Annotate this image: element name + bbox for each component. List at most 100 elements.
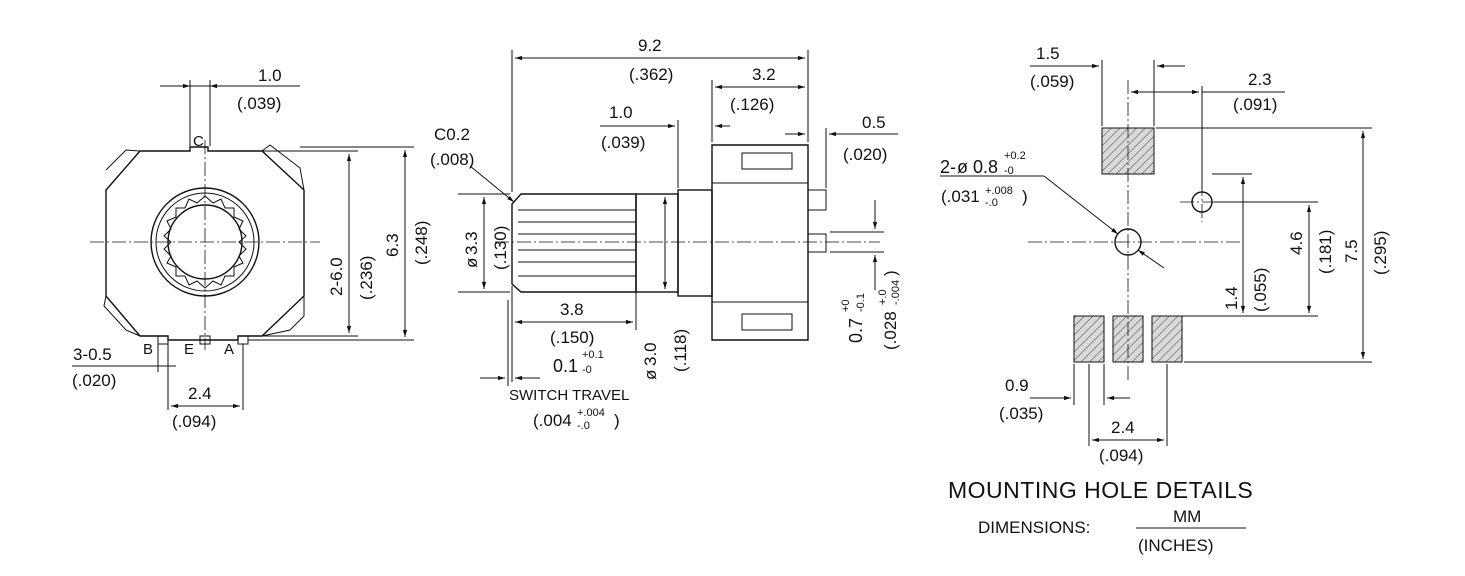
dim-row-spacing-mm: 4.6 bbox=[1287, 231, 1306, 255]
front-view-corner-tab-tl bbox=[105, 149, 141, 171]
dim-small-pad-in: (.035) bbox=[999, 404, 1043, 423]
dim-hole-spec-in: (.031 bbox=[941, 187, 980, 206]
dim-shaft-dia-in: (.118) bbox=[671, 329, 690, 372]
dim-hole-height-mm: 1.4 bbox=[1222, 286, 1241, 310]
dim-pin-offset-in-close: ) bbox=[881, 270, 900, 276]
dim-pin-pitch-mm: 2.4 bbox=[188, 384, 212, 403]
dim-chamfer-mm: C0.2 bbox=[434, 125, 470, 144]
pin-label-a: A bbox=[224, 341, 234, 358]
units-numerator: MM bbox=[1173, 507, 1201, 526]
dim-knurl-dia-sym: ø bbox=[462, 258, 481, 268]
dim-travel-in: (.004 bbox=[533, 411, 572, 430]
dim-travel-mm: 0.1 bbox=[553, 356, 578, 376]
dim-pad-pitch-mm: 2.4 bbox=[1111, 418, 1135, 437]
front-view-pin-b bbox=[157, 335, 169, 345]
side-view-latch-top bbox=[741, 152, 793, 170]
side-view-knurl-grooves bbox=[518, 209, 636, 277]
dim-pin-offset-in-tol-dn: -.004 bbox=[890, 280, 902, 305]
side-view-bushing bbox=[677, 189, 713, 297]
dim-knurl-length-in: (.150) bbox=[550, 328, 594, 347]
leader-chamfer bbox=[469, 165, 515, 203]
front-view-knurl-teeth bbox=[163, 195, 247, 289]
dim-knurl-dia-mm: 3.3 bbox=[462, 231, 481, 255]
dim-hole-spec-sym: ø bbox=[957, 157, 968, 177]
dim-hole-spec-tol-up: +0.2 bbox=[1004, 150, 1026, 162]
mounting-pad-bot-right bbox=[1151, 315, 1183, 363]
dim-knurl-length-mm: 3.8 bbox=[560, 300, 584, 319]
dim-terminal-mm: 0.5 bbox=[862, 113, 886, 132]
dim-pin-offset-mm: 0.7 bbox=[846, 318, 866, 343]
dim-hole-offset-mm: 2.3 bbox=[1248, 70, 1272, 89]
dim-travel-tol-dn: -0 bbox=[582, 364, 592, 376]
leader-hole-spec-out bbox=[1137, 249, 1165, 269]
dim-travel-in-close: ) bbox=[614, 411, 620, 430]
dim-knurl-dia-in: (.130) bbox=[491, 226, 510, 270]
dim-shaft-dia-mm: 2-6.0 bbox=[327, 257, 346, 296]
dim-shaft-dia-sym: ø bbox=[641, 370, 660, 380]
dim-small-pad-mm: 0.9 bbox=[1005, 376, 1029, 395]
dim-travel-in-tol-up: +.004 bbox=[577, 407, 605, 419]
dim-collar-mm: 1.0 bbox=[609, 103, 633, 122]
dim-total-height-mm: 7.5 bbox=[1342, 239, 1361, 263]
dim-hole-spec-mm: 0.8 bbox=[973, 157, 998, 177]
dim-pin-width-in: (.039) bbox=[237, 94, 281, 113]
dim-overall-length-mm: 9.2 bbox=[638, 36, 662, 55]
dim-pad-width-in: (.059) bbox=[1030, 72, 1074, 91]
dim-pin-offset-in: (.028 bbox=[881, 311, 900, 350]
dim-hole-spec-in-close: ) bbox=[1022, 187, 1028, 206]
front-view-pin-a bbox=[237, 335, 249, 345]
side-view-bracket-bot bbox=[711, 301, 809, 341]
side-view-terminal-lower bbox=[807, 233, 827, 253]
dim-hole-spec-prefix: 2- bbox=[940, 157, 956, 177]
dim-travel-tol-up: +0.1 bbox=[582, 349, 604, 361]
dim-housing-length-mm: 3.2 bbox=[752, 65, 776, 84]
side-view-shaft-collar bbox=[635, 193, 679, 293]
side-view-knurl-shaft bbox=[511, 193, 637, 293]
pin-label-b: B bbox=[143, 341, 153, 358]
mounting-pad-bot-left bbox=[1073, 315, 1105, 363]
dim-total-height-in: (.295) bbox=[1371, 231, 1390, 275]
front-view-pin-e bbox=[199, 335, 211, 345]
dim-pin-width-mm: 1.0 bbox=[258, 66, 282, 85]
mounting-title: MOUNTING HOLE DETAILS bbox=[948, 477, 1253, 503]
dim-shaft-dia-in: (.236) bbox=[357, 256, 376, 300]
dim-body-size-mm: 6.3 bbox=[383, 233, 402, 257]
dim-hole-spec-tol-dn: -0 bbox=[1004, 165, 1014, 177]
dim-pad-width-mm: 1.5 bbox=[1036, 44, 1060, 63]
dim-pin-thickness-mm: 3-0.5 bbox=[73, 345, 112, 364]
dim-collar-in: (.039) bbox=[601, 133, 645, 152]
side-view: 9.2 (.362) 3.2 (.126) 1.0 (.039) 0.5 (.0… bbox=[430, 36, 902, 432]
dim-hole-offset-in: (.091) bbox=[1233, 95, 1277, 114]
dim-pad-pitch-in: (.094) bbox=[1099, 446, 1143, 465]
pin-label-c: C bbox=[193, 133, 204, 150]
mounting-view: 1.5 (.059) 2.3 (.091) 2- ø 0.8 +0.2 -0 (… bbox=[940, 44, 1390, 555]
dim-pin-offset-tol-dn: -0.1 bbox=[855, 293, 867, 312]
dim-body-size-in: (.248) bbox=[412, 221, 431, 265]
dim-pin-offset-in-tol-up: +.0 bbox=[877, 289, 889, 305]
dim-overall-length-in: (.362) bbox=[629, 65, 673, 84]
units-denominator: (INCHES) bbox=[1138, 536, 1214, 555]
leader-hole-spec-diag bbox=[1043, 175, 1119, 235]
front-view: C B E A 1.0 (.039) 2-6.0 (.236) 6.3 (.24… bbox=[72, 66, 431, 431]
dim-pin-offset-tol-up: +0 bbox=[840, 299, 852, 312]
dim-pin-thickness-in: (.020) bbox=[72, 371, 116, 390]
dim-travel-in-tol-dn: -.0 bbox=[577, 420, 590, 432]
dim-terminal-in: (.020) bbox=[843, 145, 887, 164]
front-view-corner-tab-br bbox=[261, 296, 305, 337]
side-view-latch-bot bbox=[741, 313, 793, 331]
dim-hole-spec-in-tol-dn: -.0 bbox=[985, 197, 998, 209]
dim-hole-height-in: (.055) bbox=[1251, 268, 1270, 312]
dim-housing-length-in: (.126) bbox=[730, 95, 774, 114]
side-view-housing bbox=[711, 144, 809, 341]
side-view-bracket-top bbox=[711, 144, 809, 184]
front-view-corner-tab-bl bbox=[103, 295, 141, 337]
dim-shaft-dia-mm: 3.0 bbox=[641, 342, 660, 366]
dimensions-label: DIMENSIONS: bbox=[978, 518, 1090, 537]
pin-label-e: E bbox=[184, 341, 194, 358]
dim-hole-spec-in-tol-up: +.008 bbox=[985, 185, 1013, 197]
front-view-corner-tab-tr bbox=[261, 144, 305, 191]
side-view-terminal-upper bbox=[807, 189, 827, 211]
dim-chamfer-in: (.008) bbox=[430, 150, 474, 169]
dim-pin-pitch-in: (.094) bbox=[172, 412, 216, 431]
